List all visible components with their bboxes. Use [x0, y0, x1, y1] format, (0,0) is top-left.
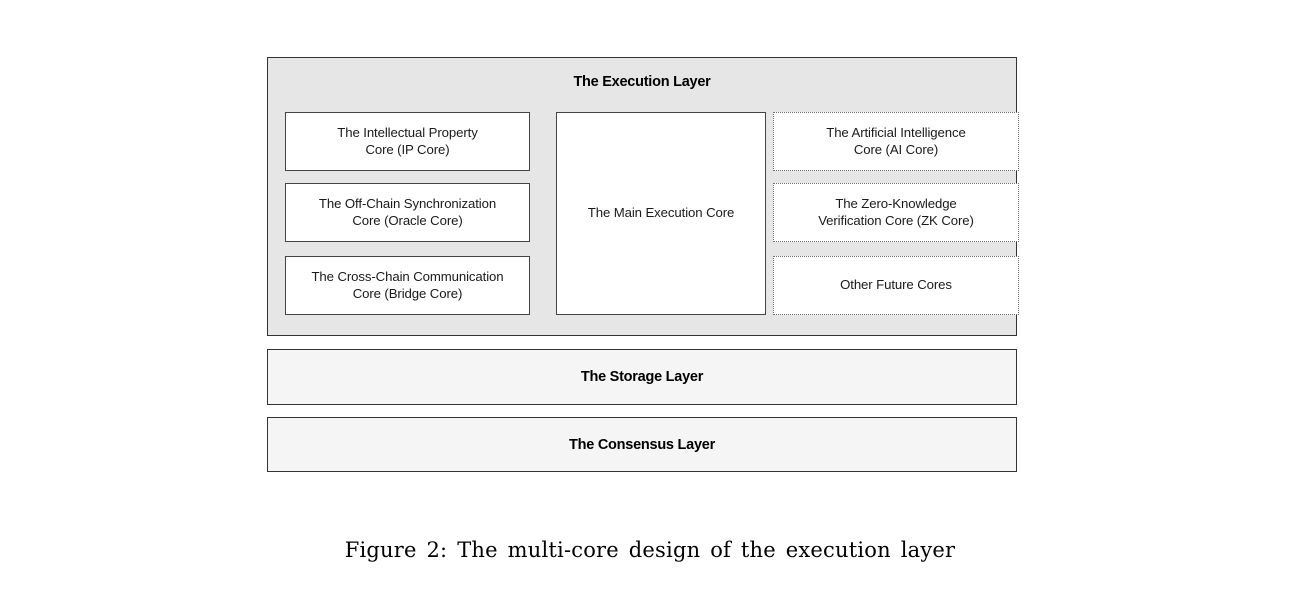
core-label-line-2: Core (IP Core): [365, 141, 450, 157]
core-label-line-1: The Cross-Chain Communication: [311, 268, 504, 284]
core-label: The Main Execution Core: [587, 205, 735, 221]
storage-layer-bar: The Storage Layer: [267, 349, 1017, 405]
core-box-oracle-core: The Off-Chain Synchronization Core (Orac…: [285, 183, 530, 242]
execution-layer-title: The Execution Layer: [573, 74, 711, 90]
core-column-left: The Intellectual Property Core (IP Core)…: [285, 112, 530, 320]
core-label-line-1: The Zero-Knowledge: [835, 195, 957, 211]
core-label: The Intellectual Property Core (IP Core): [337, 124, 478, 159]
core-label-line-2: Core (Oracle Core): [352, 212, 463, 228]
core-label: The Cross-Chain Communication Core (Brid…: [311, 269, 503, 303]
core-grid: The Intellectual Property Core (IP Core)…: [285, 112, 1019, 320]
consensus-layer-bar: The Consensus Layer: [267, 417, 1017, 472]
core-label-line-2: Core (Bridge Core): [352, 285, 463, 301]
storage-layer-label: The Storage Layer: [580, 369, 704, 385]
core-box-main-execution-core: The Main Execution Core: [556, 112, 766, 315]
execution-layer-container: The Execution Layer The Intellectual Pro…: [267, 57, 1019, 336]
core-box-bridge-core: The Cross-Chain Communication Core (Brid…: [285, 256, 530, 315]
core-column-center: The Main Execution Core: [556, 112, 766, 320]
core-label-line-1: The Artificial Intelligence: [826, 124, 966, 140]
core-label: The Zero-Knowledge Verification Core (ZK…: [818, 196, 974, 230]
core-label-line-2: Verification Core (ZK Core): [818, 212, 974, 228]
core-label-line-2: Core (AI Core): [853, 141, 939, 157]
core-label: Other Future Cores: [840, 277, 952, 293]
core-label: The Off-Chain Synchronization Core (Orac…: [319, 196, 496, 230]
core-label-line-1: The Intellectual Property: [337, 124, 478, 140]
consensus-layer-label: The Consensus Layer: [569, 436, 715, 453]
core-column-right: The Artificial Intelligence Core (AI Cor…: [773, 112, 1019, 320]
core-box-ai-core: The Artificial Intelligence Core (AI Cor…: [773, 112, 1019, 171]
figure-caption: Figure 2: The multi-core design of the e…: [344, 538, 956, 562]
core-label-line-1: The Off-Chain Synchronization: [318, 195, 497, 211]
core-box-other-future-cores: Other Future Cores: [773, 256, 1019, 315]
core-box-zk-core: The Zero-Knowledge Verification Core (ZK…: [773, 183, 1019, 242]
core-label: The Artificial Intelligence Core (AI Cor…: [826, 125, 966, 159]
core-box-ip-core: The Intellectual Property Core (IP Core): [285, 112, 530, 171]
